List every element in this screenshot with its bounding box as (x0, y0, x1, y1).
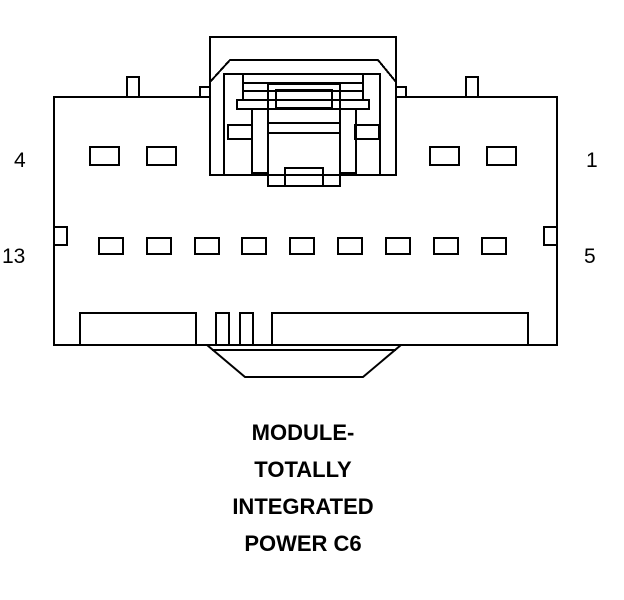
latch-lip-left (227, 124, 253, 140)
cavity-row-bottom (98, 237, 507, 255)
cavity-pin-12 (146, 237, 172, 255)
side-notch-right (543, 226, 558, 246)
latch-step-left (199, 86, 210, 97)
latch-bar-1 (242, 73, 364, 84)
caption-line-1: MODULE- (251, 420, 355, 445)
cavity-row-top (89, 146, 517, 166)
top-tab-right (465, 76, 479, 98)
cavity-pin-4 (89, 146, 120, 166)
latch-post-right (339, 108, 357, 174)
latch-assembly (199, 59, 407, 187)
cavity-pin-3 (146, 146, 177, 166)
cavity-pin-8 (337, 237, 363, 255)
cavity-pin-5 (481, 237, 507, 255)
connector-caption: MODULE- TOTALLY INTEGRATED POWER C6 (0, 418, 606, 566)
latch-plunger-cap (275, 89, 333, 109)
bottom-skirt (206, 344, 402, 378)
top-tab-left (126, 76, 140, 98)
caption-line-4: POWER C6 (244, 531, 362, 556)
latch-step-right (396, 86, 407, 97)
key-slot-wide-left (79, 312, 197, 346)
latch-outer (209, 59, 397, 176)
cavity-pin-9 (289, 237, 315, 255)
cavity-pin-10 (241, 237, 267, 255)
latch-plunger-window (284, 167, 324, 187)
bottom-skirt-outline (206, 344, 402, 378)
cavity-pin-2 (429, 146, 460, 166)
pin-label-bottom-right: 5 (584, 245, 596, 268)
latch-plunger-band (267, 122, 341, 134)
pin-label-top-right: 1 (586, 149, 598, 172)
pin-label-bottom-left: 13 (2, 245, 26, 268)
key-slot-narrow-2 (239, 312, 254, 346)
latch-bar-3 (242, 90, 364, 101)
bottom-key-slots (79, 312, 529, 346)
latch-lip-right (354, 124, 380, 140)
cavity-pin-1 (486, 146, 517, 166)
latch-post-left (251, 108, 269, 174)
pin-label-top-left: 4 (14, 149, 26, 172)
cavity-pin-13 (98, 237, 124, 255)
caption-line-3: INTEGRATED (232, 494, 374, 519)
cavity-pin-11 (194, 237, 220, 255)
side-notch-left (53, 226, 68, 246)
cavity-pin-7 (385, 237, 411, 255)
key-slot-wide-right (271, 312, 529, 346)
caption-line-2: TOTALLY (254, 457, 352, 482)
key-slot-narrow-1 (215, 312, 230, 346)
cavity-pin-6 (433, 237, 459, 255)
